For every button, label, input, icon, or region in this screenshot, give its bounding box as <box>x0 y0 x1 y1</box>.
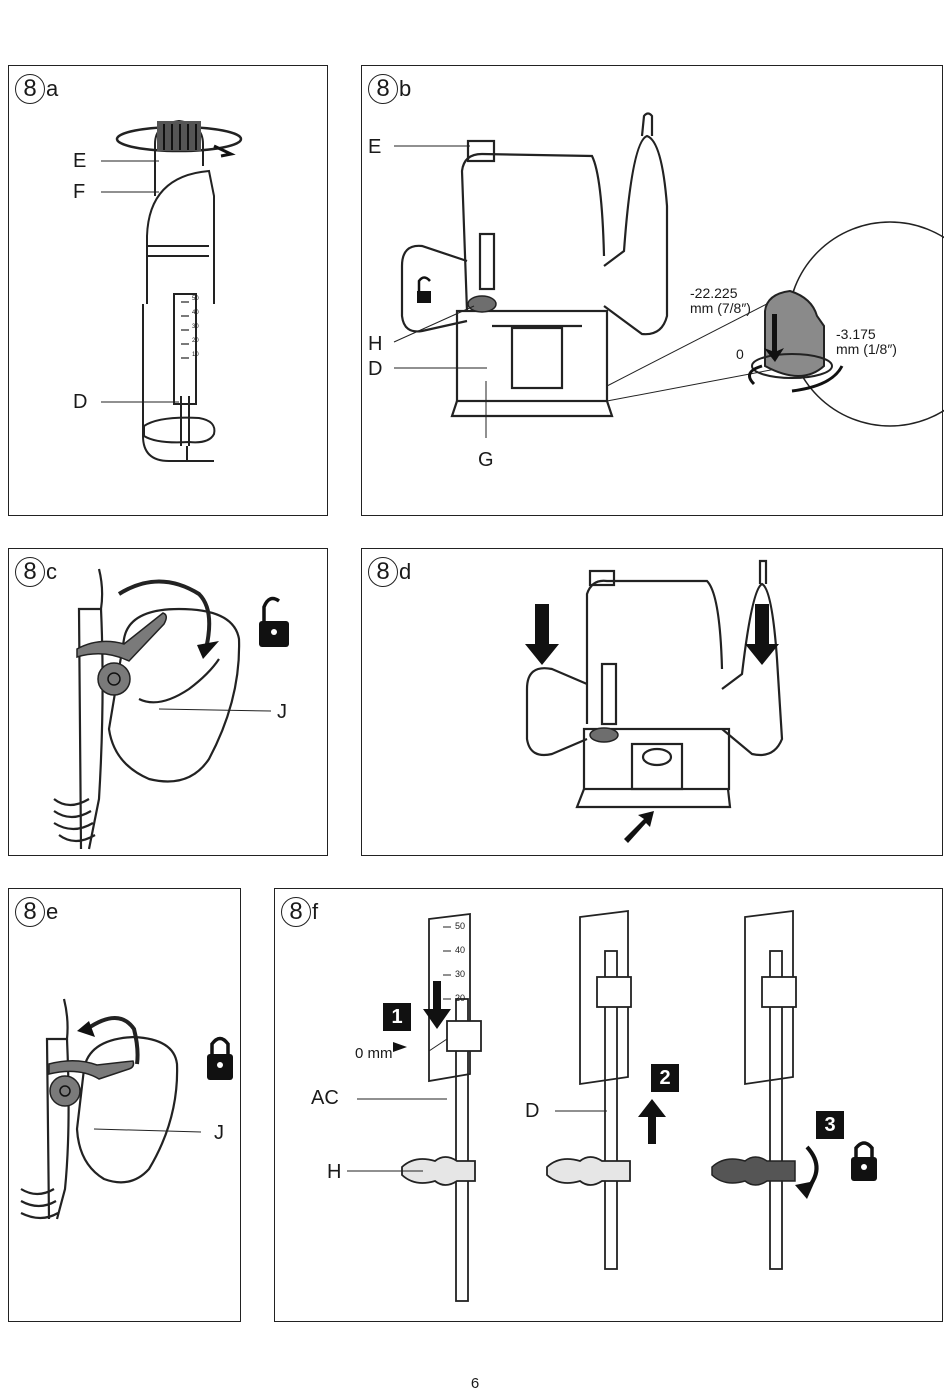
depth-lock-lever-unlock-illustration <box>53 568 289 850</box>
callout-J: J <box>277 701 287 723</box>
step-badge-3: 3 <box>816 1111 844 1139</box>
detail-top-unit: mm (7/8″) <box>690 300 751 316</box>
figure-number: 8 <box>368 557 398 587</box>
figure-panel-8a: 8 a E F D 50 40 <box>8 65 328 516</box>
scale-tick: 40 <box>455 945 466 955</box>
scale-tick: 30 <box>192 324 199 330</box>
figure-badge: 8 d <box>368 557 411 587</box>
callout-H: H <box>368 333 383 355</box>
callout-D: D <box>368 358 383 380</box>
zero-mm-label: 0 mm <box>355 1045 393 1062</box>
scale-tick: 20 <box>192 338 199 344</box>
figure-letter: c <box>46 559 57 584</box>
router-side-view-illustration <box>101 119 243 462</box>
figure-letter: f <box>312 899 319 924</box>
router-plunge-down-illustration <box>525 559 784 843</box>
scale-tick: 50 <box>455 921 466 931</box>
figure-badge: 8 e <box>15 897 58 927</box>
figure-badge: 8 b <box>368 74 411 104</box>
scale-tick: 10 <box>192 352 199 358</box>
figure-panel-8f: 8 f <box>274 888 943 1322</box>
step-badge-1: 1 <box>383 1003 411 1031</box>
figure-panel-8d: 8 d <box>361 548 943 856</box>
scale-tick: 50 <box>192 296 199 302</box>
router-front-view-illustration <box>393 112 944 438</box>
callout-G: G <box>478 449 494 471</box>
callout-F: F <box>73 181 86 203</box>
detail-right-unit: mm (1/8″) <box>836 341 897 357</box>
page-number: 6 <box>470 1375 480 1392</box>
callout-J: J <box>214 1122 224 1144</box>
callout-D: D <box>525 1100 540 1122</box>
figure-number: 8 <box>15 74 45 104</box>
figure-panel-8c: 8 c J <box>8 548 328 856</box>
figure-number: 8 <box>15 897 45 927</box>
scale-tick: 20 <box>455 993 466 1003</box>
figure-badge: 8 c <box>15 557 57 587</box>
depth-stop-setting-sequence-illustration <box>347 909 877 1302</box>
scale-tick: 30 <box>455 969 466 979</box>
detail-zero: 0 <box>736 346 744 362</box>
detail-top-value: -22.225 <box>690 285 738 301</box>
figure-letter: b <box>399 76 412 101</box>
depth-lock-lever-lock-illustration <box>20 998 233 1220</box>
figure-number: 8 <box>368 74 398 104</box>
callout-H: H <box>327 1161 342 1183</box>
figure-badge: 8 a <box>15 74 58 104</box>
scale-tick: 40 <box>192 310 199 316</box>
figure-panel-8e: 8 e J <box>8 888 241 1322</box>
figure-letter: e <box>46 899 59 924</box>
figure-number: 8 <box>281 897 311 927</box>
callout-D: D <box>73 391 88 413</box>
figure-panel-8b: 8 b <box>361 65 944 516</box>
callout-AC: AC <box>311 1087 339 1109</box>
detail-right-value: -3.175 <box>836 326 876 342</box>
figure-letter: a <box>46 76 59 101</box>
figure-number: 8 <box>15 557 45 587</box>
callout-E: E <box>368 136 382 158</box>
callout-E: E <box>73 150 87 172</box>
figure-badge: 8 f <box>281 897 318 927</box>
figure-letter: d <box>399 559 412 584</box>
step-badge-2: 2 <box>651 1064 679 1092</box>
